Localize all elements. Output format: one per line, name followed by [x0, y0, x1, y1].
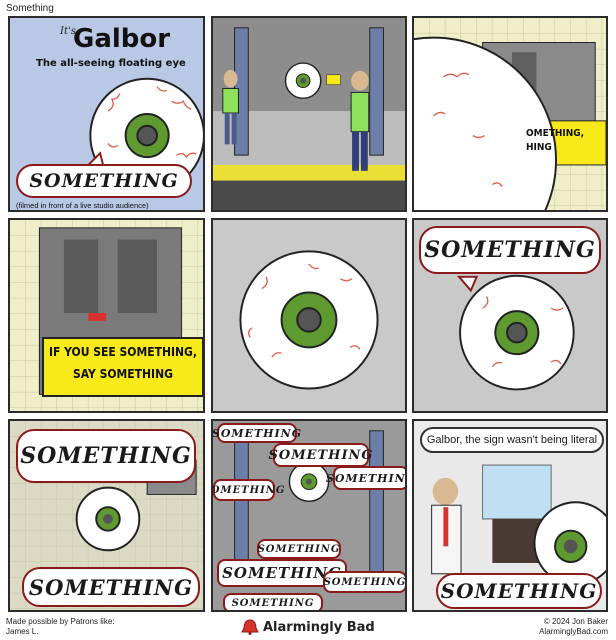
- something-bubble: SOMETHING: [213, 479, 284, 501]
- speech-bubble-bottom: SOMETHING: [22, 567, 200, 607]
- patron-name: James L.: [6, 627, 39, 636]
- panel-3-art: [414, 18, 606, 210]
- speech-bubble-something: SOMETHING: [419, 226, 601, 274]
- panel-7: SOMETHING SOMETHING: [8, 419, 205, 612]
- something-bubble: SOMETHING: [323, 571, 405, 593]
- panel-6-art: [456, 274, 575, 391]
- sign-line-2: SAY SOMETHING: [73, 367, 173, 381]
- panel-4: IF YOU SEE SOMETHING, SAY SOMETHING: [8, 218, 205, 413]
- panel-8: SOMETHING SOMETHING SOMETHING SOMETHING …: [211, 419, 407, 612]
- panel-9: Galbor, the sign wasn't being literal SO…: [412, 419, 608, 612]
- panel-1-art: [84, 77, 203, 194]
- eye-icon: [288, 461, 330, 503]
- man-facepalm-figure: [431, 477, 462, 575]
- patrons-credit: Made possible by Patrons like: James L.: [6, 617, 115, 637]
- panel-5-art: [239, 250, 379, 390]
- galbor-title: Galbor: [73, 24, 171, 54]
- speech-bubble-top: SOMETHING: [16, 429, 196, 483]
- copyright-block: © 2024 Jon Baker AlarminglyBad.com: [539, 617, 608, 637]
- brand-name: Alarmingly Bad: [263, 619, 375, 635]
- panel-1: It's Galbor The all-seeing floating eye …: [8, 16, 205, 212]
- eye-icon: [459, 274, 575, 391]
- see-something-sign: [42, 337, 203, 397]
- its-label: It's: [60, 26, 76, 37]
- speech-bubble-literal: Galbor, the sign wasn't being literal: [420, 427, 604, 453]
- sign-fragment-1: OMETHING,: [526, 128, 585, 139]
- something-bubble: SOMETHING: [223, 593, 323, 610]
- eye-icon: [89, 77, 203, 194]
- sign-line-1: IF YOU SEE SOMETHING,: [48, 345, 197, 359]
- something-bubble: SOMETHING: [257, 539, 341, 559]
- comic-title: Something: [6, 3, 54, 14]
- studio-audience-caption: (filmed in front of a live studio audien…: [16, 201, 149, 210]
- speech-bubble-something: SOMETHING: [16, 164, 192, 198]
- eye-icon: [75, 486, 141, 552]
- patrons-line: Made possible by Patrons like:: [6, 617, 115, 626]
- speech-bubble-bottom: SOMETHING: [436, 573, 602, 609]
- panel-6: SOMETHING: [412, 218, 608, 413]
- woman-figure: [222, 69, 239, 145]
- something-bubble: SOMETHING: [326, 466, 405, 490]
- panel-2: [211, 16, 407, 212]
- site-link[interactable]: AlarminglyBad.com: [539, 627, 608, 636]
- sign-fragment-2: HING: [526, 142, 552, 153]
- copyright-text: © 2024 Jon Baker: [543, 617, 608, 626]
- panel-2-art: [213, 18, 405, 210]
- panel-5: [211, 218, 407, 413]
- eye-icon: [239, 250, 379, 390]
- something-bubble: SOMETHING: [213, 423, 301, 443]
- eye-icon: [533, 501, 606, 586]
- galbor-subtitle: The all-seeing floating eye: [36, 58, 186, 69]
- man-figure: [350, 70, 370, 171]
- alarmingly-bad-logo[interactable]: Alarmingly Bad: [240, 619, 375, 635]
- panel-3: OMETHING, HING: [412, 16, 608, 212]
- alarm-bell-icon: [241, 619, 259, 635]
- something-bubble: SOMETHING: [268, 443, 373, 467]
- eye-icon: [284, 62, 322, 100]
- eye-icon: [414, 36, 557, 210]
